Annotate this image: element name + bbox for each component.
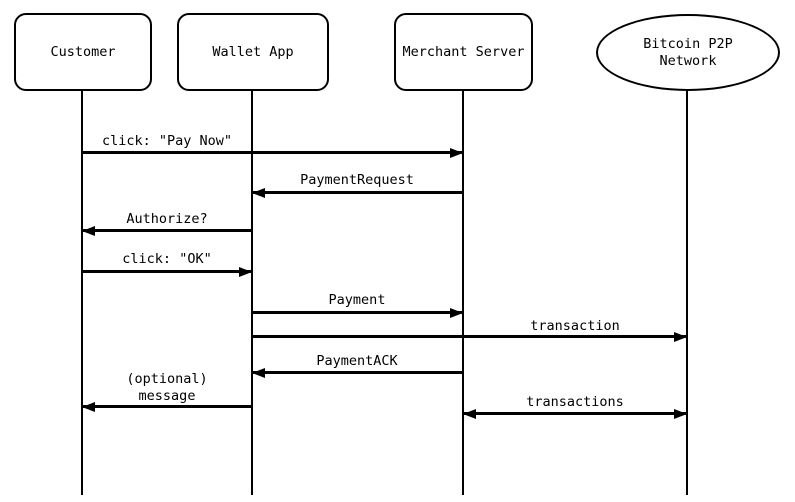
message-label: Payment (328, 292, 386, 308)
arrowhead-right-icon (450, 308, 463, 318)
actor-customer-label: Customer (50, 43, 116, 60)
message-label: transactions (526, 394, 624, 410)
message-label: transaction (530, 318, 620, 334)
arrowhead-right-icon (674, 409, 687, 419)
actor-bitcoin-p2p-network: Bitcoin P2P Network (596, 14, 780, 91)
message-line (252, 371, 463, 374)
message-label: Authorize? (126, 211, 208, 227)
message-label: click: "OK" (122, 251, 212, 267)
lifeline-wallet-app (251, 90, 253, 495)
message-line (82, 229, 252, 232)
message-line (252, 311, 463, 314)
actor-wallet-app-label: Wallet App (212, 43, 294, 60)
message-line (82, 151, 463, 154)
arrowhead-left-icon (463, 409, 476, 419)
actor-wallet-app: Wallet App (177, 13, 329, 91)
arrowhead-left-icon (252, 188, 265, 198)
actor-bitcoin-p2p-network-label: Bitcoin P2P Network (643, 35, 733, 69)
message-label: PaymentRequest (300, 172, 414, 188)
message-line (463, 412, 687, 415)
message-line (82, 405, 252, 408)
arrowhead-left-icon (252, 368, 265, 378)
message-label: (optional) message (126, 371, 208, 404)
actor-customer: Customer (14, 13, 152, 91)
actor-merchant-server-label: Merchant Server (402, 43, 525, 60)
arrowhead-left-icon (82, 402, 95, 412)
arrowhead-right-icon (450, 148, 463, 158)
lifeline-customer (81, 90, 83, 495)
actor-merchant-server: Merchant Server (394, 13, 533, 91)
message-line (82, 270, 252, 273)
message-label: PaymentACK (316, 353, 398, 369)
lifeline-merchant-server (462, 90, 464, 495)
message-line (252, 191, 463, 194)
lifeline-bitcoin-p2p-network (686, 90, 688, 495)
message-label: click: "Pay Now" (101, 133, 233, 149)
arrowhead-left-icon (82, 226, 95, 236)
message-line (252, 335, 687, 338)
arrowhead-right-icon (239, 267, 252, 277)
arrowhead-right-icon (674, 332, 687, 342)
